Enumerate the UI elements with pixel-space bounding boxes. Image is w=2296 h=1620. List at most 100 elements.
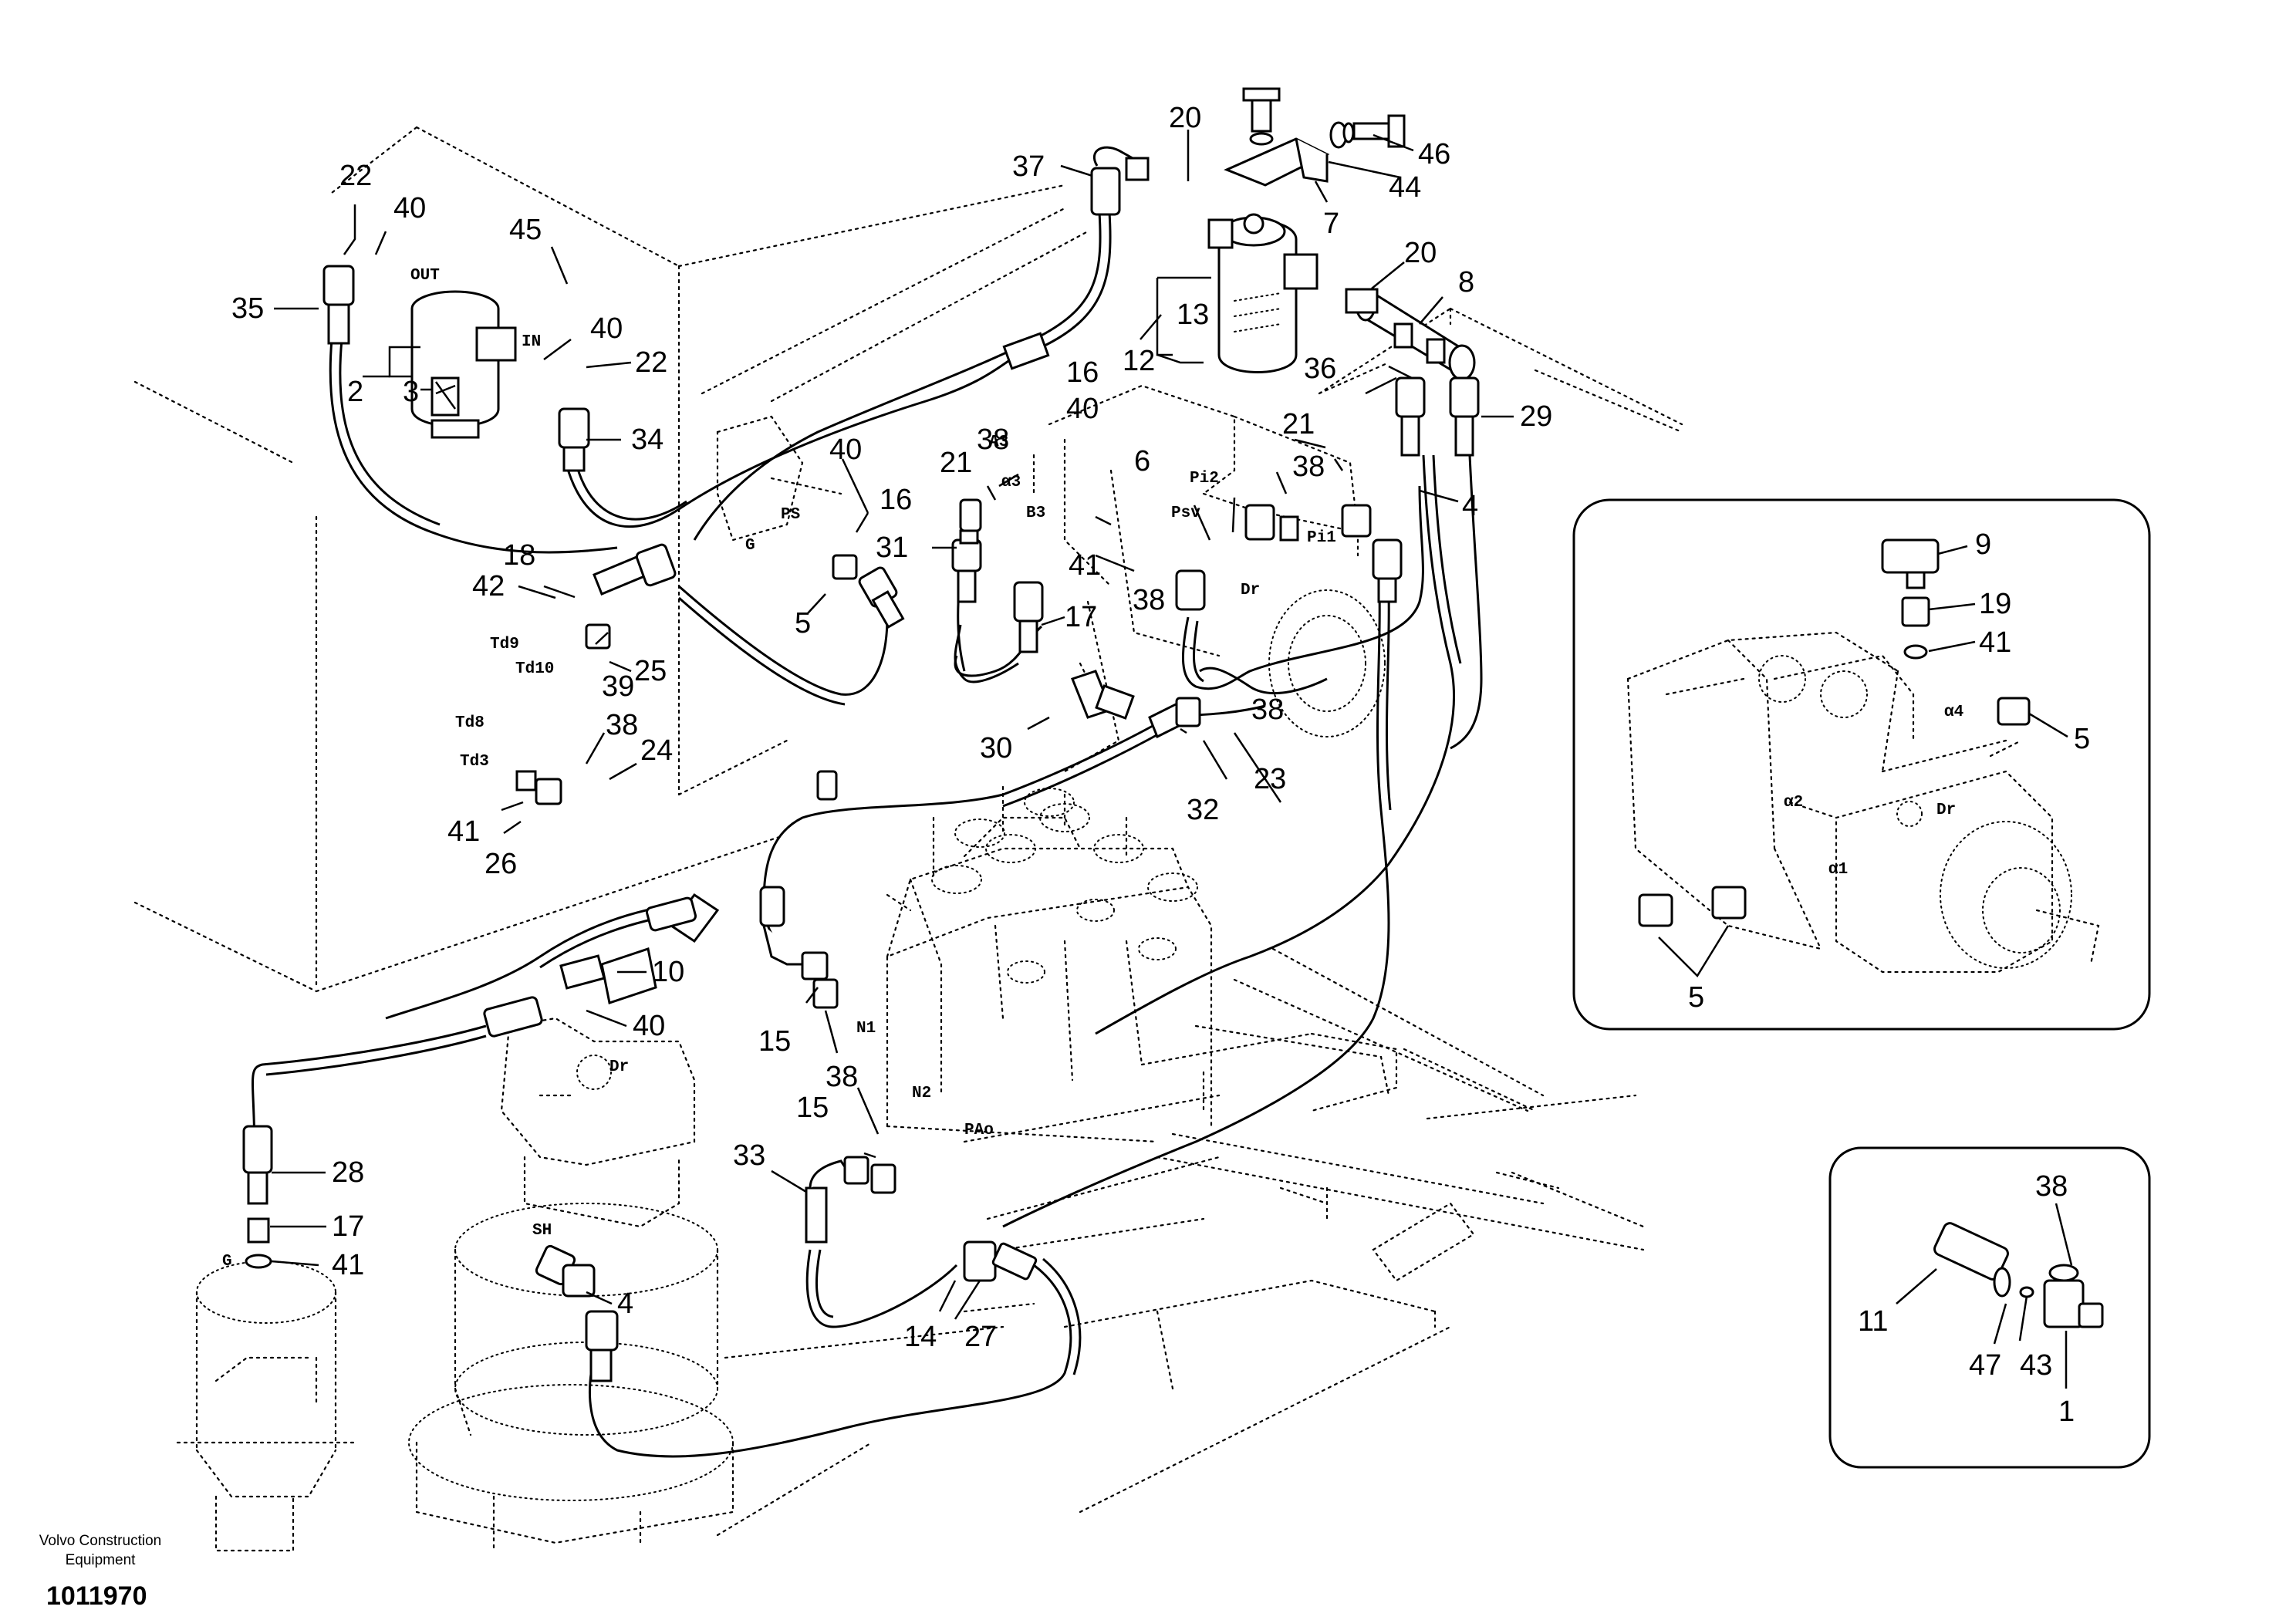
port-labels: OUT IN A3 PS G α3 B3 Psv Pi2 Pi1 Dr Td9 …	[222, 267, 1963, 1271]
callout-17: 17	[1065, 601, 1097, 633]
port-label-g: G	[745, 537, 755, 555]
callout-12: 12	[1123, 345, 1155, 377]
port-label-out: OUT	[410, 267, 440, 285]
callout-20: 20	[1404, 237, 1437, 269]
callout-16: 16	[880, 484, 912, 516]
port-label-alpha4: α4	[1944, 704, 1963, 721]
callout-17: 17	[332, 1210, 364, 1243]
callout-44: 44	[1389, 171, 1421, 204]
callout-47: 47	[1969, 1349, 2001, 1382]
callout-21: 21	[940, 447, 972, 479]
footer: Volvo Construction Equipment 1011970	[39, 1533, 161, 1611]
port-label-dr-detail: Dr	[1936, 802, 1956, 819]
port-label-n2: N2	[912, 1085, 931, 1102]
callout-14: 14	[904, 1321, 937, 1353]
port-label-dr: Dr	[1241, 582, 1260, 599]
callout-33: 33	[733, 1139, 765, 1172]
port-label-psv: Psv	[1171, 505, 1200, 522]
filter-left	[410, 290, 517, 439]
fitting-detail-parts	[1933, 1222, 2104, 1328]
port-label-td9: Td9	[490, 636, 519, 653]
fitting-detail-panel	[1828, 1146, 2151, 1469]
callout-37: 37	[1012, 150, 1045, 183]
callout-22: 22	[339, 160, 372, 192]
pump-detail-panel	[1572, 498, 2151, 1031]
tube-manifold-8	[1345, 288, 1476, 381]
control-valve-outline	[886, 785, 1221, 1220]
port-label-pi1: Pi1	[1307, 529, 1336, 547]
callout-38: 38	[1133, 584, 1165, 616]
callout-15: 15	[758, 1025, 791, 1058]
callout-19: 19	[1979, 588, 2011, 620]
callout-38: 38	[1292, 451, 1325, 483]
callout-41: 41	[1979, 626, 2011, 659]
callout-11: 11	[1858, 1305, 1888, 1338]
callout-38: 38	[606, 709, 638, 741]
callout-45: 45	[509, 214, 542, 246]
center-swivel-outline	[176, 1261, 356, 1552]
callout-46: 46	[1418, 138, 1450, 170]
port-label-dr-motor: Dr	[609, 1058, 629, 1076]
port-label-alpha2: α2	[1784, 794, 1803, 812]
port-label-td10: Td10	[515, 660, 554, 678]
callout-16: 16	[1066, 356, 1099, 389]
frame-dotted-outlines	[133, 126, 1683, 1537]
callout-numbers: 22 40 35 45 40 22 2 3 34 37 20 46 44 7 2…	[231, 102, 2090, 1428]
port-label-b3: B3	[1026, 505, 1045, 522]
callout-38: 38	[826, 1061, 858, 1093]
callout-5: 5	[2074, 723, 2090, 755]
callout-27: 27	[964, 1321, 997, 1353]
callout-4: 4	[1462, 490, 1478, 522]
pump-detail-fittings	[1638, 538, 2031, 927]
port-label-alpha1: α1	[1828, 861, 1848, 879]
callout-15: 15	[796, 1092, 829, 1124]
callout-13: 13	[1177, 299, 1209, 331]
callout-43: 43	[2020, 1349, 2052, 1382]
callout-1: 1	[2058, 1396, 2075, 1428]
leader-lines	[270, 130, 2073, 1389]
callout-7: 7	[1323, 208, 1339, 240]
callout-36: 36	[1304, 353, 1336, 385]
callout-24: 24	[640, 734, 673, 767]
callout-41: 41	[1069, 549, 1101, 582]
callout-40: 40	[1066, 393, 1099, 425]
callout-40: 40	[590, 312, 623, 345]
port-label-td3: Td3	[460, 753, 489, 771]
callout-39: 39	[602, 670, 634, 703]
brand-line-2: Equipment	[66, 1552, 137, 1568]
port-label-a3: A3	[989, 434, 1008, 451]
callout-41: 41	[332, 1249, 364, 1281]
callout-6: 6	[1134, 445, 1150, 478]
callout-26: 26	[485, 848, 517, 880]
callout-10: 10	[652, 956, 684, 988]
callout-5: 5	[795, 607, 811, 640]
port-label-td8: Td8	[455, 714, 485, 732]
port-label-pao: PAo	[964, 1122, 994, 1139]
return-filter-top	[1207, 87, 1406, 373]
callout-2: 2	[347, 376, 363, 408]
callout-30: 30	[980, 732, 1012, 764]
main-pump-outline	[716, 384, 1386, 773]
port-label-n1: N1	[856, 1020, 876, 1038]
port-label-alpha3: α3	[1001, 474, 1021, 491]
callout-20: 20	[1169, 102, 1201, 134]
callout-42: 42	[472, 570, 505, 602]
port-label-in: IN	[522, 333, 541, 351]
callout-41: 41	[447, 815, 480, 848]
port-label-ps: PS	[781, 506, 800, 524]
callout-5: 5	[1688, 981, 1704, 1014]
callout-3: 3	[403, 376, 419, 408]
callout-38: 38	[977, 424, 1009, 456]
port-label-sh: SH	[532, 1222, 552, 1240]
callout-35: 35	[231, 292, 264, 325]
callout-28: 28	[332, 1156, 364, 1189]
drawing-number: 1011970	[46, 1581, 147, 1611]
callout-31: 31	[876, 532, 908, 564]
callout-25: 25	[634, 655, 667, 687]
callout-18: 18	[503, 539, 535, 572]
callout-22: 22	[635, 346, 667, 379]
callout-4: 4	[617, 1288, 633, 1320]
callout-8: 8	[1458, 266, 1474, 299]
port-label-pi2: Pi2	[1190, 470, 1219, 488]
port-label-g-swivel: G	[222, 1253, 232, 1271]
